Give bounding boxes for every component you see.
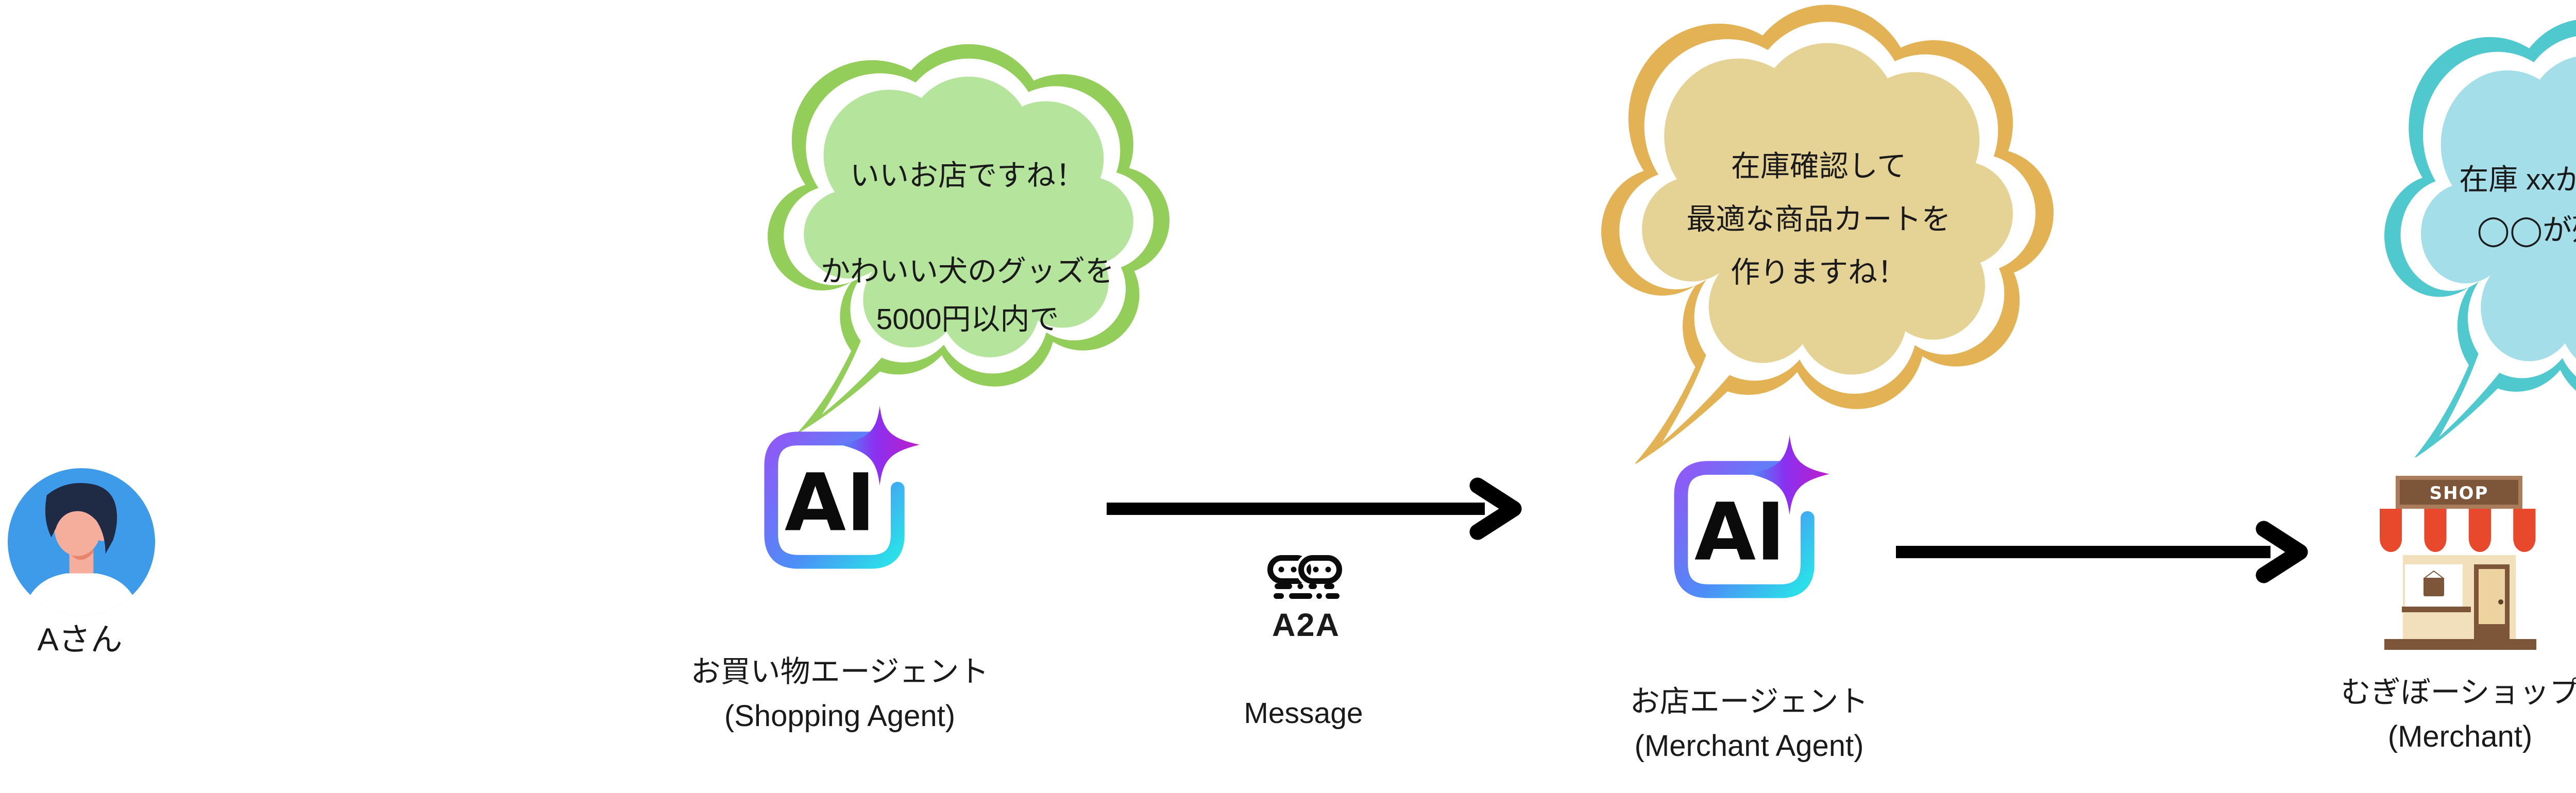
bubble-line: ◯◯が残り5点... [2477,214,2576,247]
merchant-agent-icon [1668,435,1832,604]
shopping-agent-label: お買い物エージェント (Shopping Agent) [685,650,994,738]
shop-awning [2380,509,2536,552]
bubble-line: 最適な商品カートを [1686,203,1951,236]
shop-door [2474,564,2510,639]
arrow-shop-to-inventory [2572,516,2576,583]
shop-name-ja: むぎぼーショップ [2341,676,2576,709]
bubble-line: 5000円以内で [876,303,1059,336]
storefront-icon: SHOP [2380,476,2536,650]
shop-sign-text: SHOP [2430,483,2489,504]
avatar-hair [45,482,117,554]
shop-label: むぎぼーショップ (Merchant) [2306,670,2576,759]
a2a-chain-link-icon [1267,554,1342,599]
merchant-agent-label: お店エージェント (Merchant Agent) [1595,680,1904,768]
bubble-line: 作りますね！ [1731,256,1907,289]
cart-plan-text: 在庫確認して 最適な商品カートを 作りますね！ [1664,140,1973,299]
user-label: Aさん [37,622,123,658]
shop-name-en: (Merchant) [2387,720,2533,753]
arrow-merchant-agent-to-shop [1896,521,2308,583]
shopping-agent-icon [758,406,922,575]
bubble-line: 在庫 xxがのこり3点 [2459,163,2576,196]
user-avatar-icon [7,468,156,616]
shopping-request-text: いいお店ですね！ かわいい犬のグッズを 5000円以内で [813,152,1122,343]
shopping-agent-name-ja: お買い物エージェント [690,655,989,688]
a2a-protocol-label: A2A [1272,607,1341,643]
bubble-line: 在庫確認して [1731,150,1907,183]
merchant-agent-name-ja: お店エージェント [1630,685,1869,718]
bubble-blank-line [813,200,1122,248]
arrow-shopping-to-merchant-agent [1107,477,1522,540]
bubble-line: かわいい犬のグッズを [821,255,1114,288]
bubble-line: いいお店ですね！ [850,159,1085,192]
shopping-agent-name-en: (Shopping Agent) [724,699,956,733]
a2a-message-label: Message [1244,697,1363,730]
merchant-agent-name-en: (Merchant Agent) [1634,729,1864,763]
stock-status-text: 在庫 xxがのこり3点 ◯◯が残り5点... [2434,154,2576,255]
